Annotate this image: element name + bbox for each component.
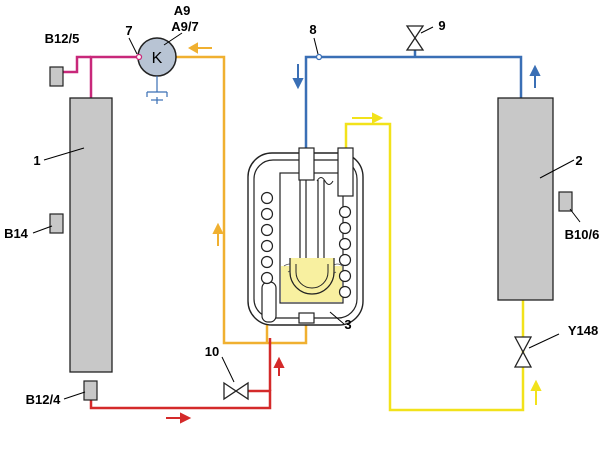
label-b14: B14: [4, 226, 29, 241]
sensor-icon: [49, 213, 64, 234]
vessel-bottom-connector: [298, 312, 315, 324]
sensor-b12-5: [49, 66, 64, 87]
vessel-port-left: [298, 147, 315, 181]
flow-arrows: [166, 42, 542, 424]
valve-icon: [223, 381, 249, 401]
column-2-leader: [539, 159, 575, 179]
point-8-marker: [315, 53, 323, 61]
flow-arrow-icon: [273, 356, 285, 376]
flow-arrow-icon: [530, 379, 542, 405]
labels: A9 A9/7 7 B12/5 1 B14 B12/4 8 9 2 B10/6 …: [4, 3, 599, 407]
point-8: [313, 37, 323, 61]
label-a9-7: A9/7: [171, 19, 198, 34]
label-y148: Y148: [568, 323, 598, 338]
column-1-leader: [43, 147, 85, 161]
label-8: 8: [309, 22, 316, 37]
valve-y148: [513, 333, 560, 368]
valve-icon: [405, 25, 425, 51]
flow-arrow-icon: [529, 64, 541, 88]
compressor-a9: K: [128, 32, 183, 104]
label-7: 7: [125, 23, 132, 38]
vessel-3-leader: [329, 311, 345, 325]
column-2: [497, 97, 554, 301]
label-b12-4: B12/4: [26, 392, 61, 407]
valve-10: [221, 356, 249, 401]
column-1: [69, 97, 113, 373]
sensor-icon: [558, 191, 573, 212]
label-b12-5: B12/5: [45, 31, 80, 46]
valve-9: [405, 25, 434, 51]
orange-pipe: [176, 55, 308, 345]
sensor-icon: [83, 380, 98, 401]
vessel-port-right: [337, 147, 354, 197]
red-pipe: [89, 389, 272, 410]
sensor-b10-6: [558, 191, 581, 223]
pipes: [63, 50, 525, 412]
sensor-b14: [32, 213, 64, 234]
yellow-pipe: [344, 122, 525, 412]
magenta-pipe: [89, 55, 139, 98]
valve-icon: [513, 336, 533, 368]
label-10: 10: [205, 344, 219, 359]
magenta-pipe-sensor-branch: [63, 55, 91, 74]
label-b10-6: B10/6: [565, 227, 600, 242]
vessel-side-inlet: [261, 281, 277, 323]
label-a9: A9: [174, 3, 191, 18]
compressor-symbol: K: [152, 50, 163, 67]
label-2: 2: [575, 153, 582, 168]
heat-exchanger-icon: [260, 191, 352, 299]
flow-arrow-icon: [212, 222, 224, 246]
vessel-3: [247, 147, 364, 326]
label-1: 1: [33, 153, 40, 168]
blue-pipe: [304, 55, 523, 152]
sensor-icon: [49, 66, 64, 87]
flow-arrow-icon: [166, 412, 192, 424]
label-9: 9: [438, 18, 445, 33]
flow-arrow-icon: [292, 64, 304, 90]
flow-arrow-icon: [187, 42, 212, 54]
point-7-marker: [135, 53, 143, 61]
flow-arrow-icon: [352, 112, 384, 124]
sensor-b12-4: [63, 380, 98, 401]
label-3: 3: [344, 317, 351, 332]
